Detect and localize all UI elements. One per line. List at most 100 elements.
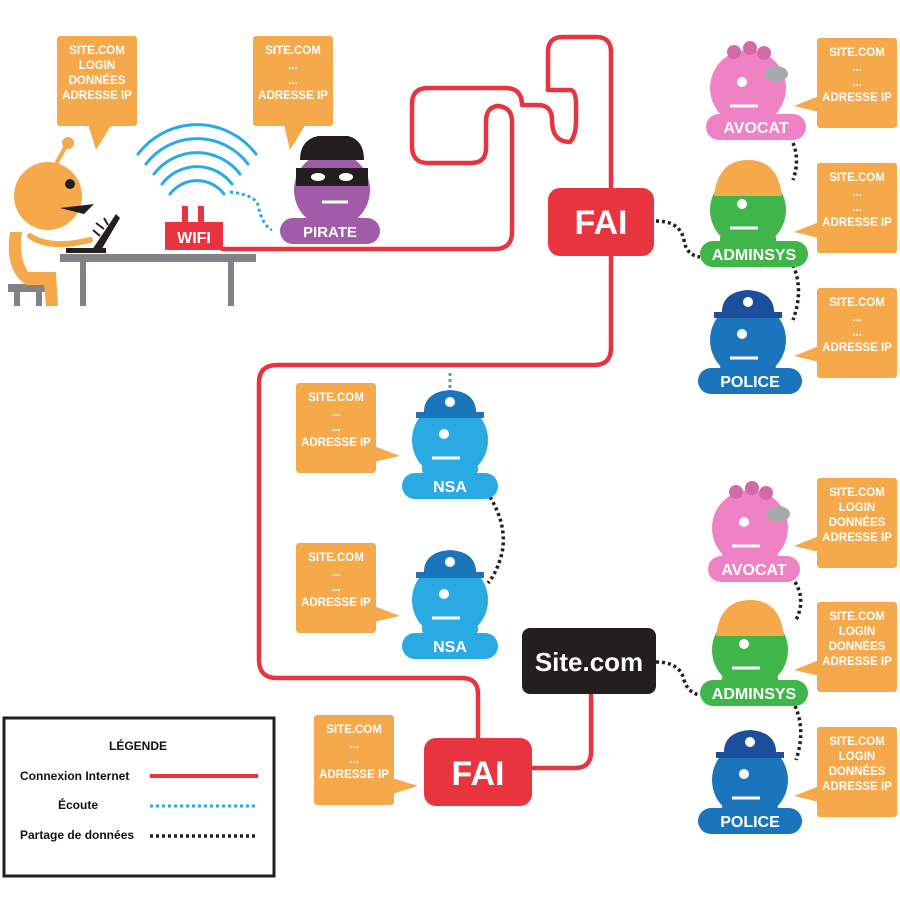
bubble-box: [817, 602, 897, 692]
legend-title: LÉGENDE: [109, 738, 167, 753]
wifi-to-fai-link: [219, 34, 614, 252]
nsa-figure: NSA: [402, 550, 498, 659]
cap-brim: [416, 572, 484, 578]
bubble-line: ADRESSE IP: [822, 342, 892, 354]
bubble-line: DONNÉES: [69, 74, 126, 87]
typing-marks-icon: [92, 217, 109, 237]
adminsys-figure: ADMINSYS: [700, 600, 808, 706]
desk: [60, 254, 256, 262]
user-head: [14, 162, 82, 230]
bubble-line: SITE.COM: [829, 736, 885, 748]
legend-box: [2, 716, 276, 878]
bubble-line: ADRESSE IP: [822, 92, 892, 104]
bubble-box: [817, 163, 897, 253]
bubble-line: ADRESSE IP: [301, 437, 371, 449]
bubble-line: LOGIN: [839, 502, 875, 514]
bubble-pirate: SITE.COM......ADRESSE IP: [253, 36, 333, 150]
pirate-mask: [296, 168, 368, 186]
bubble-line: DONNÉES: [829, 516, 886, 529]
bubble-box: [314, 715, 394, 805]
monocle-icon: [764, 66, 788, 82]
bubble-line: LOGIN: [79, 60, 115, 72]
police-figure: POLICE: [698, 730, 802, 834]
bubble-line: SITE.COM: [829, 47, 885, 59]
wifi-router: WIFI: [136, 123, 258, 250]
nsa-body: [422, 624, 478, 634]
eye: [737, 199, 747, 209]
fai-top-box: FAI: [548, 188, 654, 256]
eye: [739, 769, 749, 779]
bubble-line: ...: [852, 202, 862, 214]
police-label: POLICE: [720, 374, 780, 391]
eye: [439, 429, 449, 439]
hair-curl-icon: [743, 41, 757, 55]
listening-lines: [229, 190, 452, 392]
pirate-eye-left: [311, 173, 325, 181]
nsa-head: [412, 402, 488, 478]
police-label-pill: [698, 368, 802, 394]
pirate-eye-right: [339, 173, 353, 181]
top-adminsys-police-sharing: [791, 264, 801, 321]
site-rect: [522, 628, 656, 694]
data-sharing-lines: [486, 142, 803, 761]
nsa-label: NSA: [433, 639, 467, 656]
fai-top-rect: [548, 188, 654, 256]
fai-bottom-to-site-link: [527, 689, 594, 771]
pirate-label: PIRATE: [303, 224, 357, 241]
bubble-line: ADRESSE IP: [62, 90, 132, 102]
hair-curl-icon: [759, 486, 773, 500]
bubble-line: ...: [852, 312, 862, 324]
bubble-tail: [794, 660, 819, 676]
wifi-label: WIFI: [177, 230, 211, 247]
bubble-line: SITE.COM: [326, 724, 382, 736]
bubble-line: ...: [288, 75, 298, 87]
bubble-line: ADRESSE IP: [822, 656, 892, 668]
site-adminsys-sharing: [655, 660, 701, 697]
bubble-fai-bottom: SITE.COM...... ADRESSE IP: [314, 715, 418, 805]
bubble-line: DONNÉES: [829, 765, 886, 778]
adminsys-label: ADMINSYS: [712, 686, 797, 703]
bubble-line: ADRESSE IP: [319, 769, 389, 781]
eye: [439, 589, 449, 599]
bubble-tail: [794, 786, 819, 802]
bubble-line: ...: [349, 739, 359, 751]
nsa-figure: NSA: [402, 390, 498, 499]
fai-bottom-box: FAI: [424, 738, 532, 806]
legend-item-ecoute: Écoute: [58, 797, 98, 812]
top-avocat-adminsys-sharing: [791, 142, 799, 181]
police-head: [710, 302, 786, 378]
bubble-tail: [794, 222, 819, 238]
adminsys-figure: ADMINSYS: [700, 160, 808, 267]
nsa-nsa-sharing: [486, 496, 506, 585]
bubble-line: ...: [331, 407, 341, 419]
adminsys-label: ADMINSYS: [712, 247, 797, 264]
nsa-label-pill: [402, 633, 498, 659]
cap-brim: [714, 312, 782, 318]
avocat-figure: AVOCAT: [708, 481, 800, 582]
wifi-signal-icon: [136, 123, 258, 196]
nsa-label: NSA: [433, 479, 467, 496]
hair-curl-icon: [745, 481, 759, 495]
bubble-tail: [794, 346, 819, 362]
nsa-body: [422, 464, 478, 474]
bubble-box: [253, 36, 333, 126]
user-body: [8, 232, 58, 306]
bubble-box: [57, 36, 137, 126]
bubble-line: SITE.COM: [69, 45, 125, 57]
bubble-line: LOGIN: [839, 626, 875, 638]
bubble-line: ...: [331, 422, 341, 434]
bubble-line: ...: [349, 754, 359, 766]
bubble-line: SITE.COM: [829, 297, 885, 309]
bubble-line: SITE.COM: [308, 552, 364, 564]
bubble-top-police: SITE.COM...... ADRESSE IP: [794, 288, 897, 378]
fai-top-to-fai-bottom-link: [256, 252, 614, 743]
bottom-avocat-adminsys-sharing: [793, 581, 803, 621]
eye: [739, 517, 749, 527]
bubble-tail: [392, 778, 418, 794]
bubble-line: ...: [852, 327, 862, 339]
cap-brim: [416, 412, 484, 418]
bubble-line: ...: [288, 60, 298, 72]
badge-icon: [445, 397, 455, 407]
